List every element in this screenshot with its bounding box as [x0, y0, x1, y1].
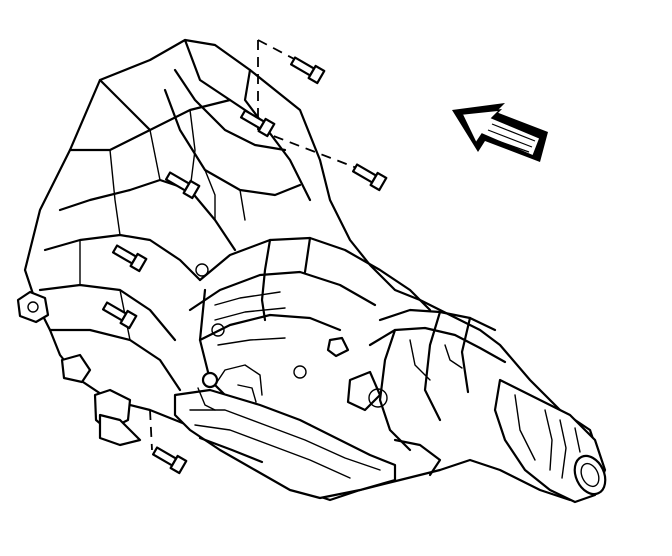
oil-pan — [173, 364, 397, 500]
tail-shaft — [493, 378, 607, 504]
mounting-ears — [16, 290, 142, 447]
bolt-icon — [289, 56, 326, 85]
direction-arrow-icon — [452, 103, 548, 162]
extension-housing — [346, 308, 507, 477]
bolt-icon — [239, 109, 276, 138]
bolt-icon — [351, 163, 388, 192]
bell-housing-ribs — [38, 38, 312, 392]
bolt-icon — [101, 301, 138, 330]
bolt-icon — [151, 446, 188, 475]
bolt-icon — [111, 244, 148, 273]
bolt-icon — [164, 171, 201, 200]
